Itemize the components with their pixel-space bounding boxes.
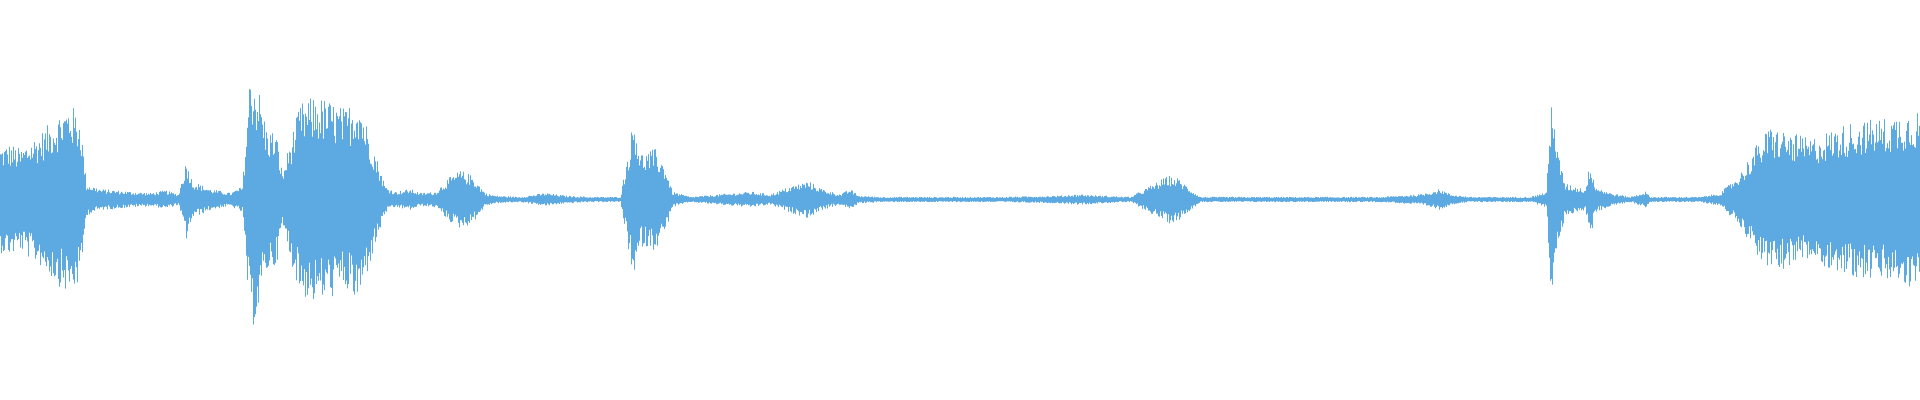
waveform-samples: [0, 89, 1920, 325]
waveform-peaks: [0, 89, 1920, 325]
